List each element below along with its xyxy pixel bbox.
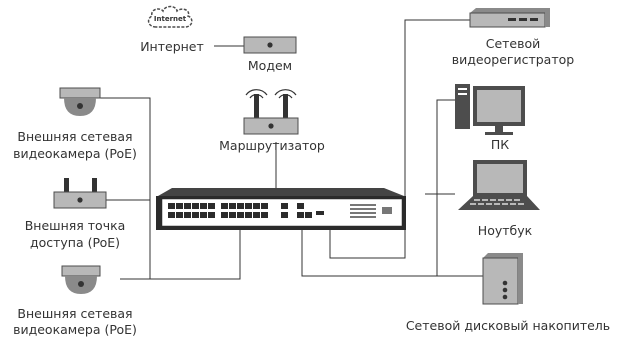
pc-icon	[455, 84, 525, 135]
modem-icon	[243, 36, 297, 54]
nvr-icon	[469, 8, 550, 28]
cloud-icon	[147, 5, 193, 28]
nas-icon	[482, 253, 523, 305]
connection-lines	[100, 19, 483, 280]
camera1-label-line2: видеокамера (PoE)	[13, 146, 137, 161]
camera2-switch-line	[150, 218, 241, 280]
nvr-label-line2: видеорегистратор	[452, 52, 574, 67]
switch-port-block	[168, 203, 324, 218]
access-point-icon	[53, 178, 107, 209]
nvr-line	[329, 19, 470, 259]
router-icon	[243, 89, 299, 135]
ap-label-line2: доступа (PoE)	[30, 235, 120, 250]
laptop-label: Ноутбук	[478, 223, 533, 238]
pc-label: ПК	[491, 137, 509, 152]
nas-label: Сетевой дисковый накопитель	[406, 318, 610, 333]
switch-led-panel	[350, 204, 392, 218]
router-label: Маршрутизатор	[219, 138, 325, 153]
camera2-label-line2: видеокамера (PoE)	[13, 322, 137, 337]
modem-label: Модем	[248, 58, 292, 73]
nvr-label-line1: Сетевой	[486, 36, 541, 51]
dome-camera-icon	[59, 87, 101, 116]
camera1-line	[100, 97, 151, 280]
poe-switch-icon	[156, 188, 406, 230]
dome-camera-icon	[61, 265, 101, 294]
camera1-label-line1: Внешняя сетевая	[17, 129, 132, 144]
internet-cloud-label: Internet	[154, 15, 187, 23]
ap-label-line1: Внешняя точка	[25, 218, 126, 233]
camera2-label-line1: Внешняя сетевая	[17, 306, 132, 321]
internet-label: Интернет	[140, 39, 204, 54]
laptop-icon	[458, 160, 540, 210]
